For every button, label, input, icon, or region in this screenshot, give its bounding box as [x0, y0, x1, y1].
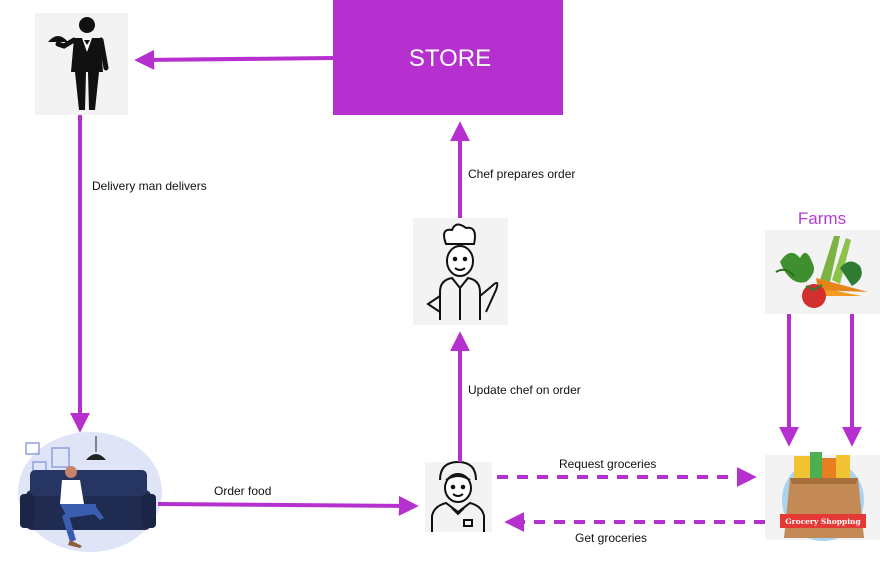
label-order-food: Order food [214, 484, 271, 498]
store-label: STORE [409, 45, 491, 72]
grocery-store-icon: Grocery Shopping [765, 452, 880, 541]
label-get-groceries: Get groceries [575, 531, 647, 545]
edge-store-to-delivery [134, 49, 334, 70]
delivery-man-icon [35, 13, 128, 115]
label-request-groceries: Request groceries [559, 457, 656, 471]
chef-icon [413, 218, 508, 325]
farms-label: Farms [798, 209, 846, 228]
label-chef-prepares: Chef prepares order [468, 167, 575, 181]
customer-icon [18, 432, 162, 552]
label-update-chef: Update chef on order [468, 383, 581, 397]
store-node: STORE [333, 0, 563, 115]
manager-icon [425, 460, 492, 532]
vegetables-icon [765, 230, 880, 314]
grocery-bag-label: Grocery Shopping [785, 517, 861, 526]
label-delivery: Delivery man delivers [92, 179, 207, 193]
edge-customer-to-manager [157, 495, 419, 516]
